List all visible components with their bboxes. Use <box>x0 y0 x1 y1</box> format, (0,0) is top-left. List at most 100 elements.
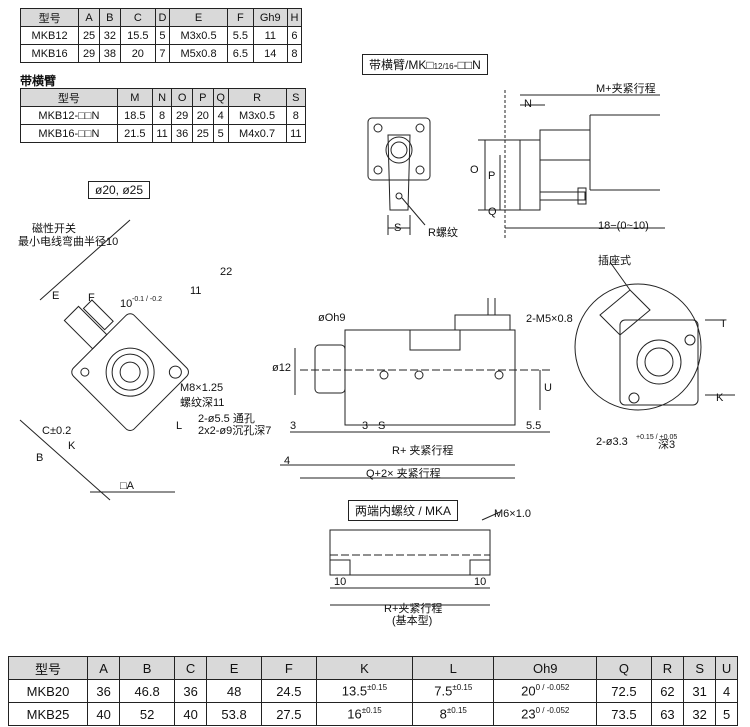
table-cell: 52 <box>119 702 175 726</box>
table-cell: 16±0.15 <box>315 702 414 726</box>
q-label: Q <box>488 206 497 218</box>
table-cell: 8 <box>286 44 303 63</box>
table-cell: 11 <box>285 124 307 143</box>
arm-section-label: 带横臂 <box>20 74 57 88</box>
k-label: K <box>68 440 76 452</box>
cylinder-side-view <box>280 298 550 479</box>
table-header-cell: C <box>173 656 208 680</box>
hole3-tol-label: +0.15 / +0.05 <box>636 434 678 441</box>
plug-type-view <box>574 261 735 411</box>
r-thread-label: R螺纹 <box>428 227 458 239</box>
table-header-cell: Q <box>212 88 229 107</box>
table-header-cell: U <box>715 656 738 680</box>
c-label: C±0.2 <box>42 425 72 437</box>
table-cell: MKB20 <box>8 679 88 703</box>
table-header-cell: S <box>683 656 717 680</box>
s-label: S <box>394 222 402 234</box>
table-header-cell: E <box>206 656 262 680</box>
table-cell: 5.5 <box>227 26 254 45</box>
table-cell: 7 <box>154 44 170 63</box>
f-label: F <box>88 292 95 304</box>
table-header-cell: O <box>171 88 193 107</box>
ten-b-label: 10 <box>474 576 487 588</box>
plug-type-label: 插座式 <box>598 255 631 267</box>
table-header-cell: F <box>260 656 317 680</box>
table-cell: 63 <box>650 702 685 726</box>
d12-label: ø12 <box>272 362 291 374</box>
o-label: O <box>470 164 479 176</box>
table-cell: 4 <box>715 679 738 703</box>
ten-a-label: 10 <box>334 576 347 588</box>
table-header-cell: Oh9 <box>493 656 598 680</box>
tolerance-text: ±0.15 <box>452 683 473 693</box>
table-header-cell: 型号 <box>19 8 80 27</box>
table-cell: M3x0.5 <box>168 26 229 45</box>
tolerance-text: ±0.15 <box>446 706 467 716</box>
table-cell: 5 <box>715 702 738 726</box>
e-label: E <box>52 290 60 302</box>
k2-label: K <box>716 392 724 404</box>
n-label: N <box>524 98 532 110</box>
table-cell: 27.5 <box>260 702 317 726</box>
table-header-cell: R <box>650 656 685 680</box>
table-cell: 14 <box>252 44 288 63</box>
five5-label: 5.5 <box>526 420 542 432</box>
arm-title-frac: 12/16 <box>433 62 454 71</box>
r-stroke-label: R+ 夹紧行程 <box>392 445 454 457</box>
mka-title: 两端内螺纹 / MKA <box>348 500 459 521</box>
table-cell: 62 <box>650 679 685 703</box>
table-cell: 48 <box>206 679 262 703</box>
table-cell: M5x0.8 <box>168 44 229 63</box>
table-header-cell: R <box>227 88 287 107</box>
cylinder-rotated-view <box>63 299 189 431</box>
r-stroke2-label: R+夹紧行程 <box>384 603 443 615</box>
table-cell: M3x0.5 <box>227 106 287 125</box>
table-cell: 15.5 <box>119 26 156 45</box>
arm-title-text: 带横臂/MK□ <box>369 58 434 72</box>
m8-label: M8×1.25 <box>180 382 224 394</box>
p-label: P <box>488 170 496 182</box>
m-stroke-label: M+夹紧行程 <box>596 83 656 95</box>
mka-end-view <box>329 511 501 606</box>
ten-label: 10 <box>120 298 133 310</box>
table-cell: 230 / -0.052 <box>493 702 598 726</box>
table-cell: 25 <box>78 26 100 45</box>
table-header-cell: 型号 <box>8 656 88 680</box>
three-label-mid: 3 <box>362 420 369 432</box>
table-cell: MKB16-□□N <box>20 124 118 143</box>
table-cell: 53.8 <box>206 702 262 726</box>
table-cell: MKB25 <box>8 702 88 726</box>
table-cell: 21.5 <box>116 124 153 143</box>
table-header-cell: H <box>286 8 303 27</box>
table-cell: MKB16 <box>19 44 80 63</box>
hole1-label: 2-ø5.5 通孔 <box>198 413 255 425</box>
table-cell: 7.5±0.15 <box>412 679 495 703</box>
tolerance-text: ±0.15 <box>367 683 388 693</box>
table-cell: 11 <box>151 124 173 143</box>
table-cell: 200 / -0.052 <box>493 679 598 703</box>
table-cell: 40 <box>173 702 208 726</box>
table-header-cell: B <box>119 656 175 680</box>
hole2-label: 2x2-ø9沉孔深7 <box>198 425 272 437</box>
arm-side-view <box>478 90 665 240</box>
table-cell: 20 <box>119 44 156 63</box>
l-label: L <box>176 420 183 432</box>
table-header-cell: C <box>119 8 156 27</box>
table-cell: 8±0.15 <box>412 702 495 726</box>
arm-title: 带横臂/MK□12/16-□□N <box>362 54 488 75</box>
table-header-cell: L <box>412 656 495 680</box>
q-stroke-label: Q+2× 夹紧行程 <box>366 468 441 480</box>
b-label: B <box>36 452 44 464</box>
table-header-cell: Q <box>596 656 652 680</box>
table-header-cell: A <box>86 656 121 680</box>
s-dim-label: S <box>378 420 386 432</box>
table-cell: MKB12 <box>19 26 80 45</box>
